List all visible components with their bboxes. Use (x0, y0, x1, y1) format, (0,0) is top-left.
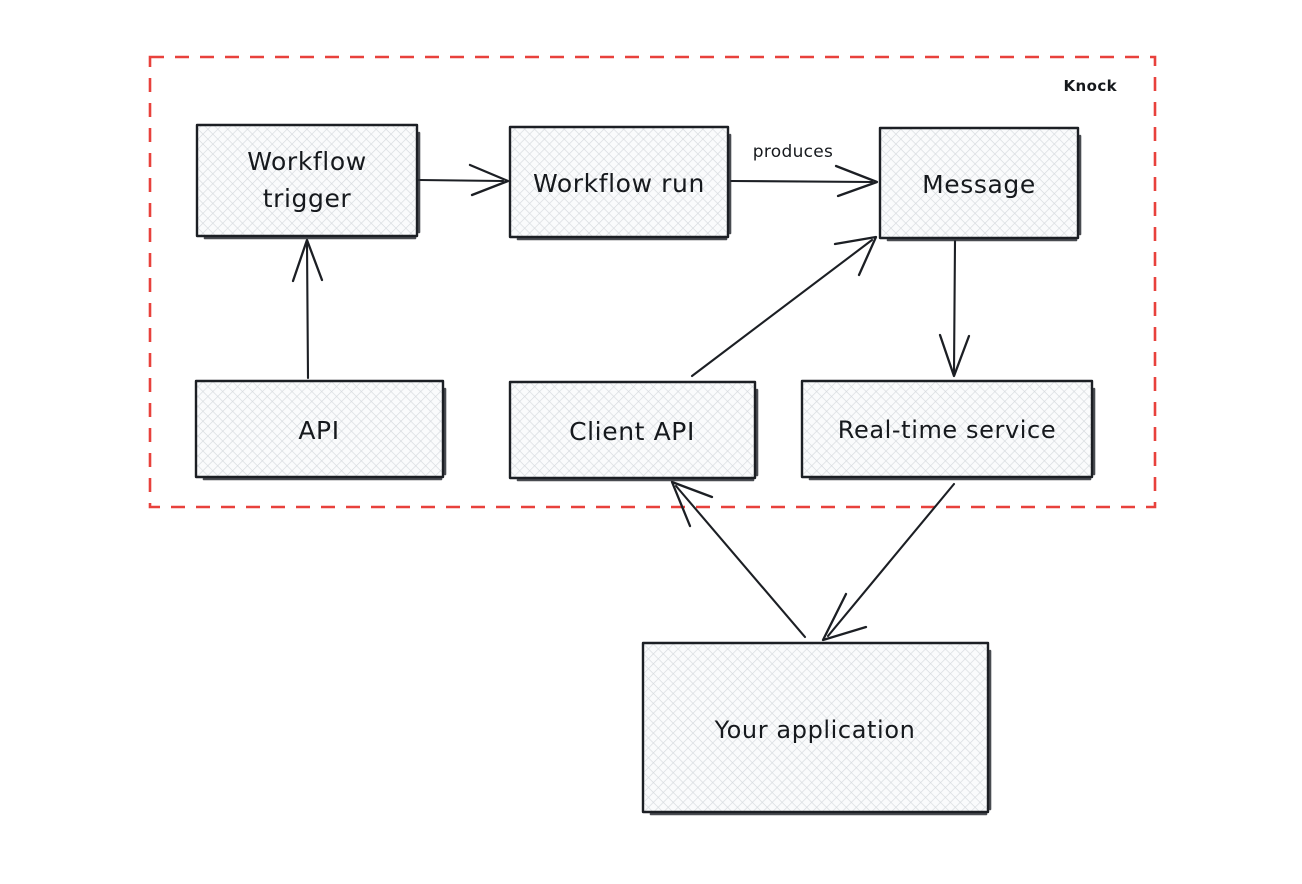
node-label-api: API (298, 416, 339, 445)
node-label-real-time-service: Real-time service (838, 416, 1056, 444)
edge-trigger-to-run (417, 163, 510, 197)
edge-app-to-client-api (670, 480, 807, 639)
node-label-your-application: Your application (714, 716, 916, 744)
edge-message-to-realtime (938, 239, 971, 378)
edge-run-to-message: produces (729, 142, 879, 198)
node-label-workflow-trigger-line1: Workflow (247, 147, 367, 176)
node-your-application[interactable]: Your application (641, 641, 992, 816)
node-label-workflow-run: Workflow run (533, 169, 705, 198)
node-label-workflow-trigger-line2: trigger (263, 184, 352, 213)
edge-label-produces: produces (753, 142, 833, 162)
node-client-api[interactable]: Client API (508, 380, 759, 482)
node-label-message: Message (922, 170, 1036, 199)
node-label-client-api: Client API (569, 417, 695, 446)
node-real-time-service[interactable]: Real-time service (800, 379, 1096, 481)
node-workflow-trigger[interactable]: Workflow trigger (195, 123, 421, 240)
edge-api-to-trigger (291, 238, 324, 380)
knock-group-label: Knock (1064, 77, 1118, 95)
edge-realtime-to-app (821, 482, 956, 642)
node-api[interactable]: API (194, 379, 447, 481)
edge-client-api-to-message (690, 235, 878, 378)
node-workflow-run[interactable]: Workflow run (508, 125, 732, 241)
knock-group-frame: Knock (148, 55, 1157, 509)
node-message[interactable]: Message (878, 126, 1082, 242)
